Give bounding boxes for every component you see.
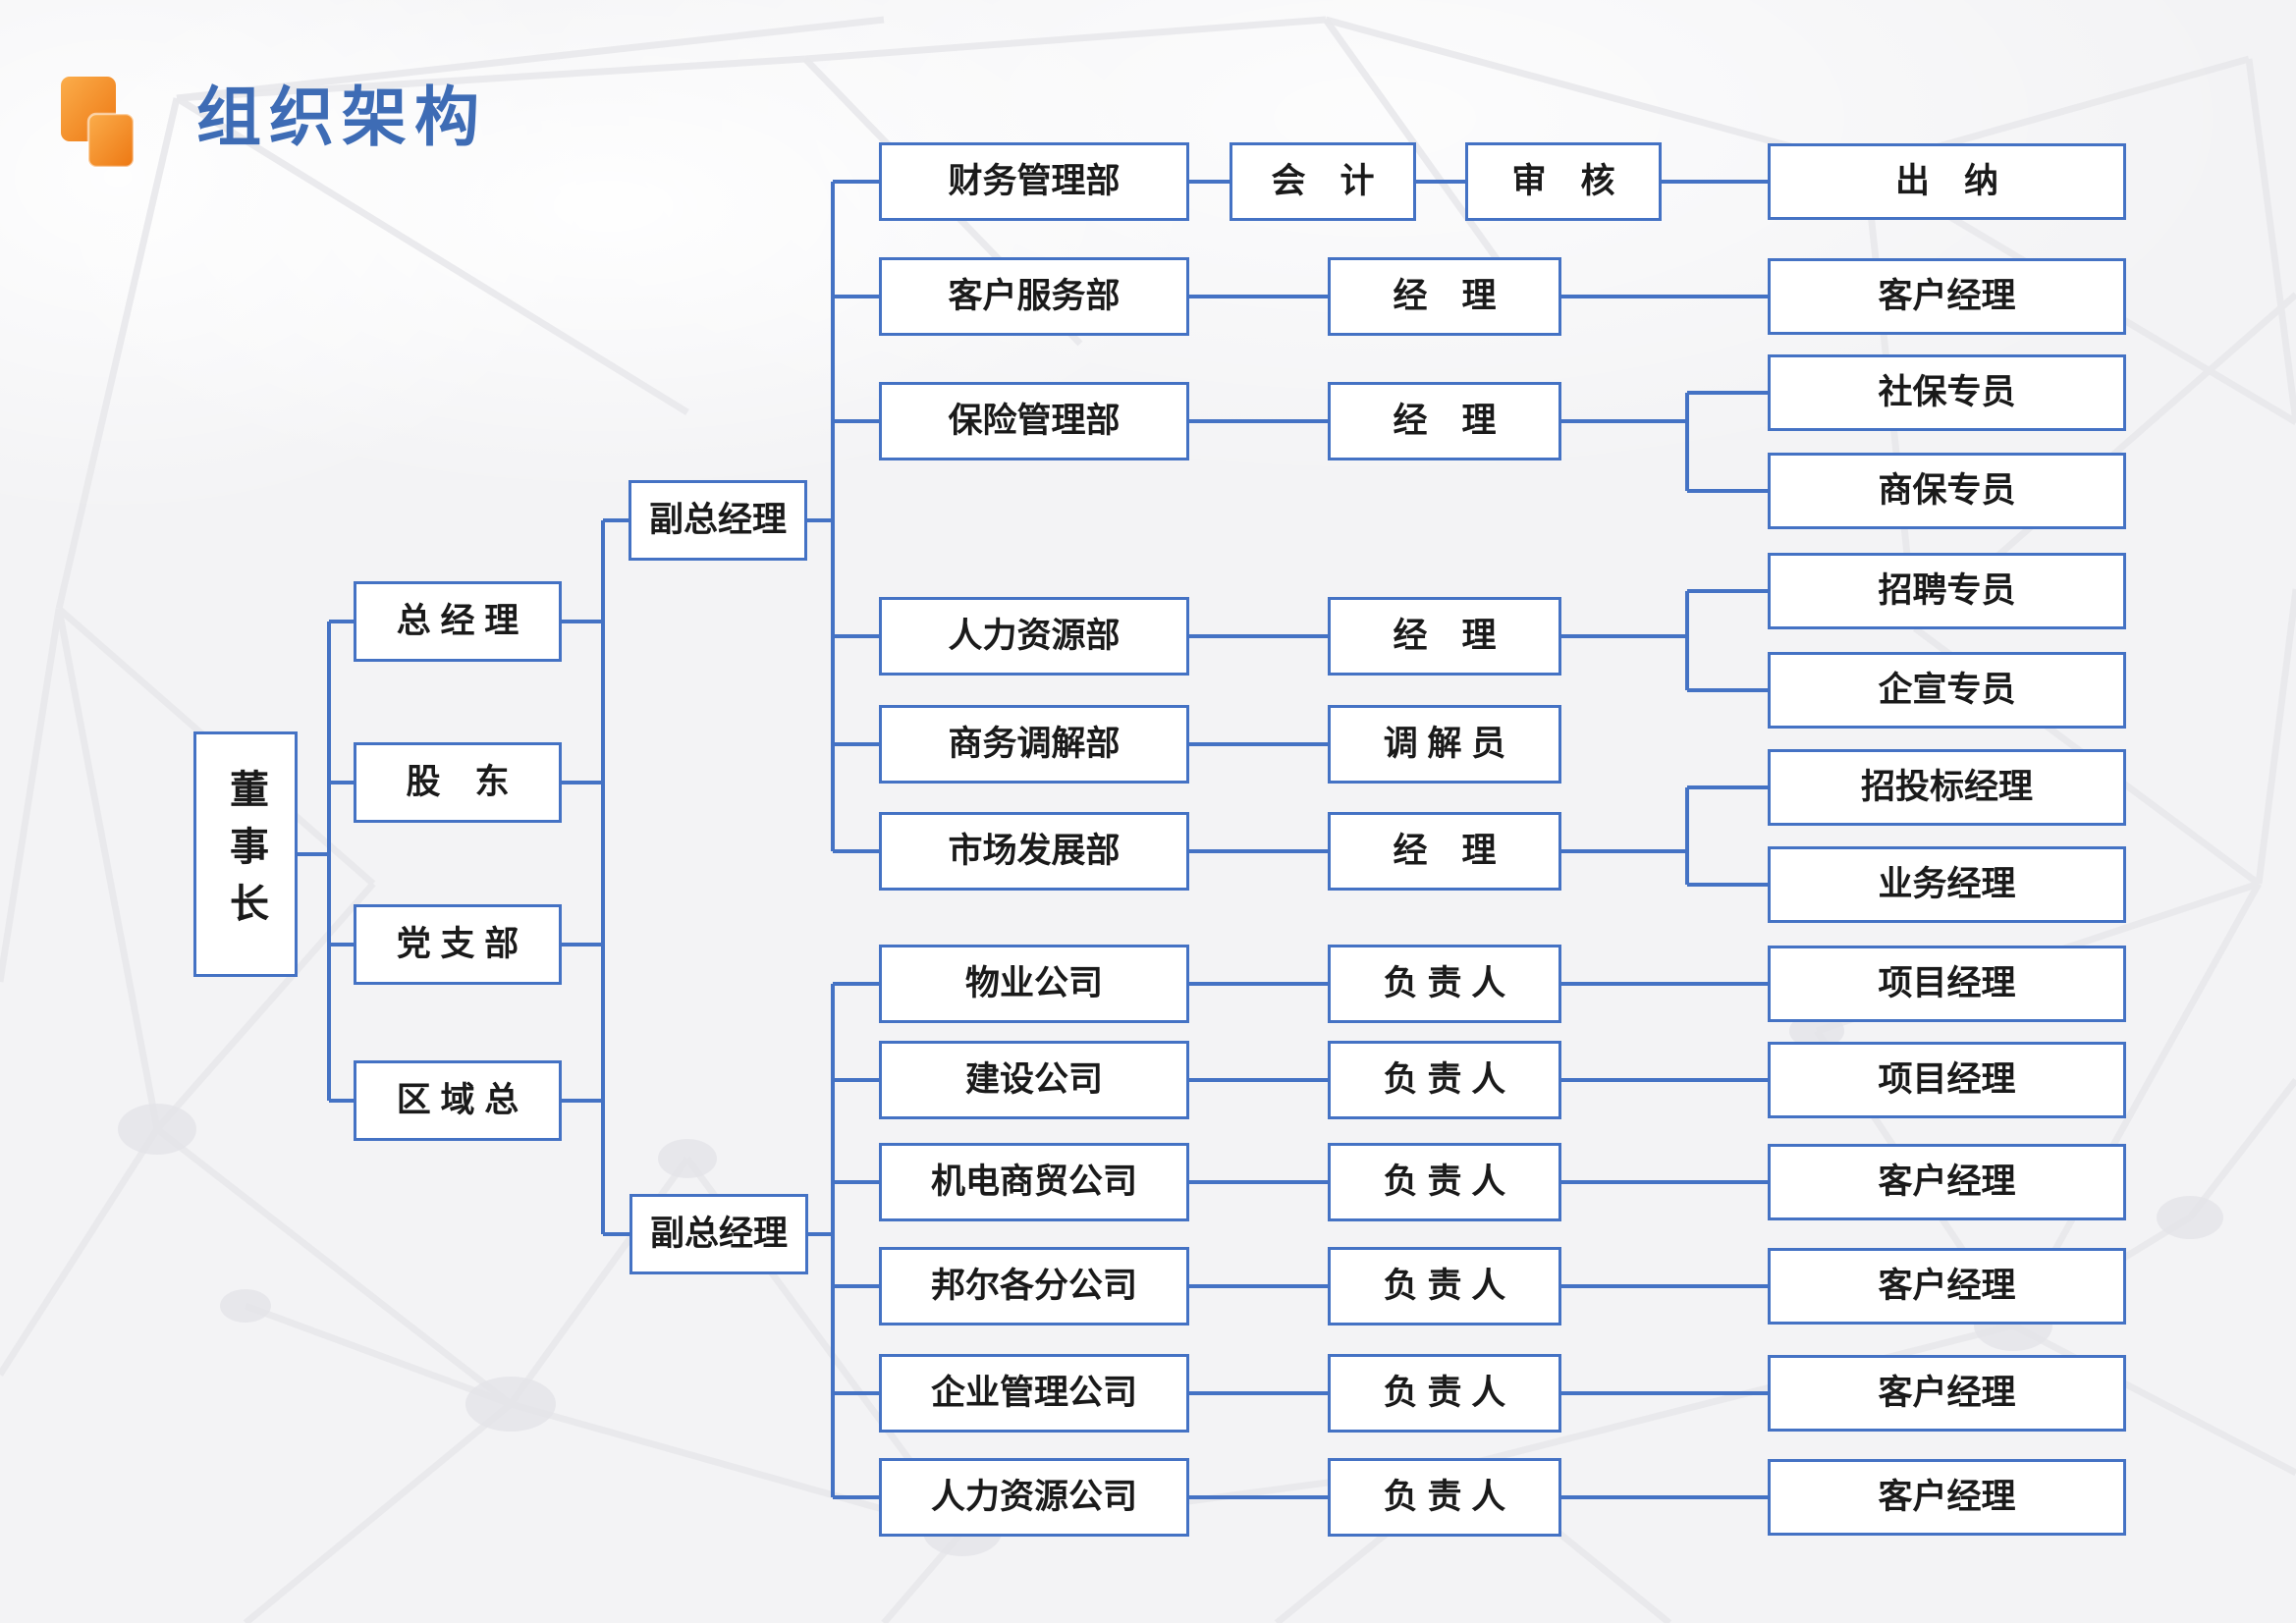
- node-market-manager: 经 理: [1328, 812, 1561, 891]
- node-co-property-head: 负 责 人: [1328, 945, 1561, 1023]
- node-co-construction-head: 负 责 人: [1328, 1041, 1561, 1119]
- node-co-hr-am: 客户经理: [1768, 1459, 2126, 1536]
- node-deputy-gm-1: 副总经理: [629, 480, 807, 561]
- node-dept-customer-service: 客户服务部: [879, 257, 1189, 336]
- node-cs-manager: 经 理: [1328, 257, 1561, 336]
- node-co-branches-head: 负 责 人: [1328, 1247, 1561, 1325]
- node-deputy-gm-2: 副总经理: [629, 1194, 808, 1274]
- node-dept-mediation: 商务调解部: [879, 705, 1189, 784]
- node-co-branches-am: 客户经理: [1768, 1248, 2126, 1325]
- node-co-enterprise-head: 负 责 人: [1328, 1354, 1561, 1433]
- node-recruiting-specialist: 招聘专员: [1768, 553, 2126, 629]
- node-co-enterprise: 企业管理公司: [879, 1354, 1189, 1433]
- node-hr-manager: 经 理: [1328, 597, 1561, 676]
- node-dept-finance: 财务管理部: [879, 142, 1189, 221]
- node-pr-specialist: 企宣专员: [1768, 652, 2126, 729]
- node-co-property-pm: 项目经理: [1768, 946, 2126, 1022]
- page-title: 组织架构: [196, 81, 487, 153]
- node-co-construction: 建设公司: [879, 1041, 1189, 1119]
- node-party-branch: 党 支 部: [354, 904, 562, 985]
- node-regional-head: 区 域 总: [354, 1060, 562, 1141]
- node-dept-hr: 人力资源部: [879, 597, 1189, 676]
- node-cashier: 出 纳: [1768, 143, 2126, 220]
- node-co-hr: 人力资源公司: [879, 1458, 1189, 1537]
- node-bidding-manager: 招投标经理: [1768, 749, 2126, 826]
- node-co-hr-head: 负 责 人: [1328, 1458, 1561, 1537]
- node-business-manager: 业务经理: [1768, 846, 2126, 923]
- node-chairman: 董事长: [193, 731, 298, 977]
- node-commercial-insurance-specialist: 商保专员: [1768, 453, 2126, 529]
- node-dept-market: 市场发展部: [879, 812, 1189, 891]
- node-cs-account-manager: 客户经理: [1768, 258, 2126, 335]
- node-accountant: 会 计: [1230, 142, 1416, 221]
- node-co-property: 物业公司: [879, 945, 1189, 1023]
- node-shareholders: 股 东: [354, 742, 562, 823]
- node-co-enterprise-am: 客户经理: [1768, 1355, 2126, 1432]
- node-general-manager: 总 经 理: [354, 581, 562, 662]
- node-mediator: 调 解 员: [1328, 705, 1561, 784]
- node-co-mechatronics-head: 负 责 人: [1328, 1143, 1561, 1221]
- node-co-mechatronics-am: 客户经理: [1768, 1144, 2126, 1220]
- node-co-branches: 邦尔各分公司: [879, 1247, 1189, 1325]
- node-dept-insurance: 保险管理部: [879, 382, 1189, 460]
- node-co-construction-pm: 项目经理: [1768, 1042, 2126, 1118]
- node-co-mechatronics: 机电商贸公司: [879, 1143, 1189, 1221]
- node-social-insurance-specialist: 社保专员: [1768, 354, 2126, 431]
- node-insurance-manager: 经 理: [1328, 382, 1561, 460]
- node-auditor: 审 核: [1465, 142, 1662, 221]
- title-icon: [61, 77, 136, 169]
